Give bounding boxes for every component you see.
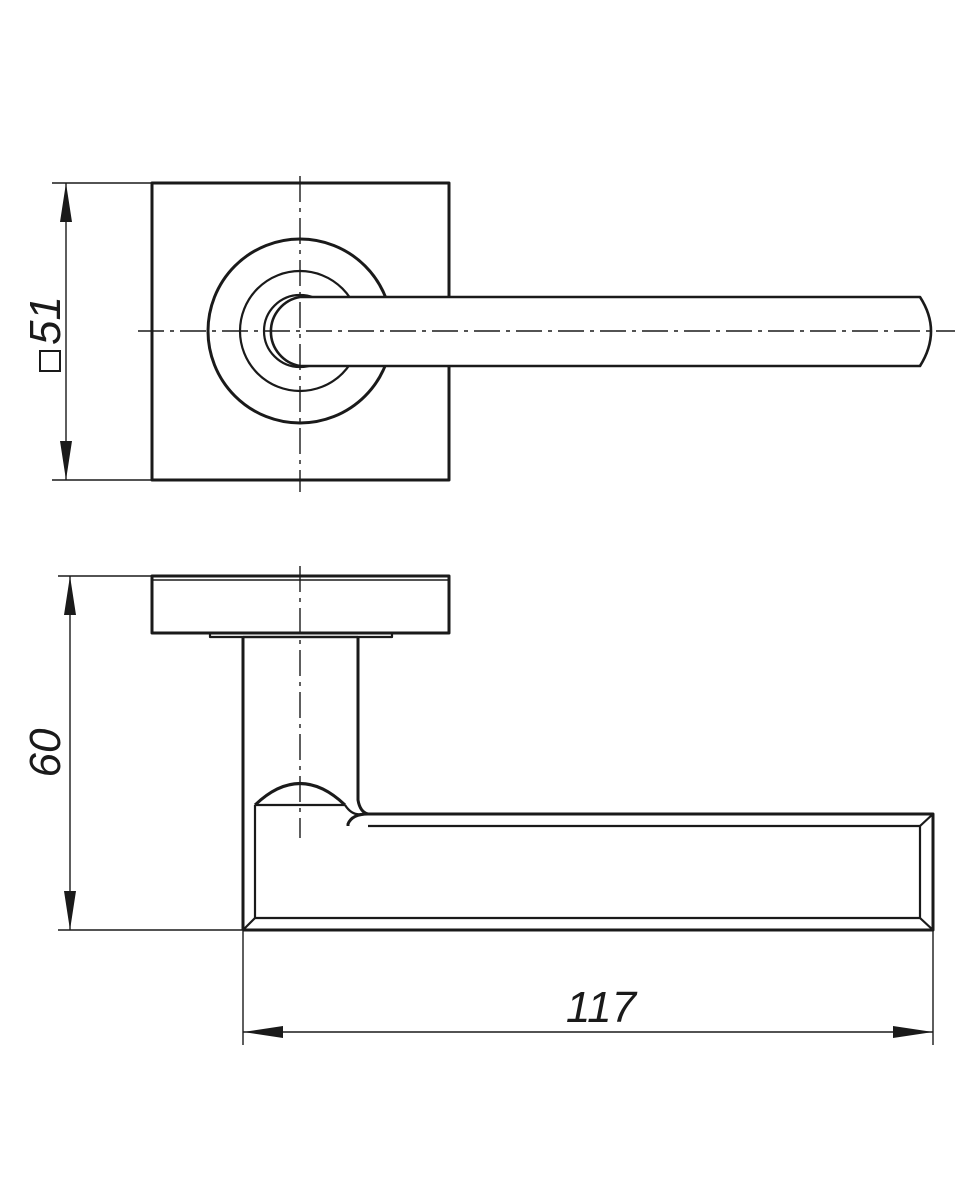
side-view [150,566,935,932]
square-symbol [39,350,61,372]
rose-plate-side [150,574,451,635]
dimension-length: 117 [242,930,934,1045]
top-view [138,176,955,492]
dimension-rose-size: 51 [21,182,152,481]
dimension-label-51: 51 [21,296,70,345]
dimension-label-117: 117 [566,983,638,1032]
dimension-height: 60 [21,575,243,931]
lever-body-side [243,812,935,932]
dimension-label-60: 60 [21,728,70,777]
